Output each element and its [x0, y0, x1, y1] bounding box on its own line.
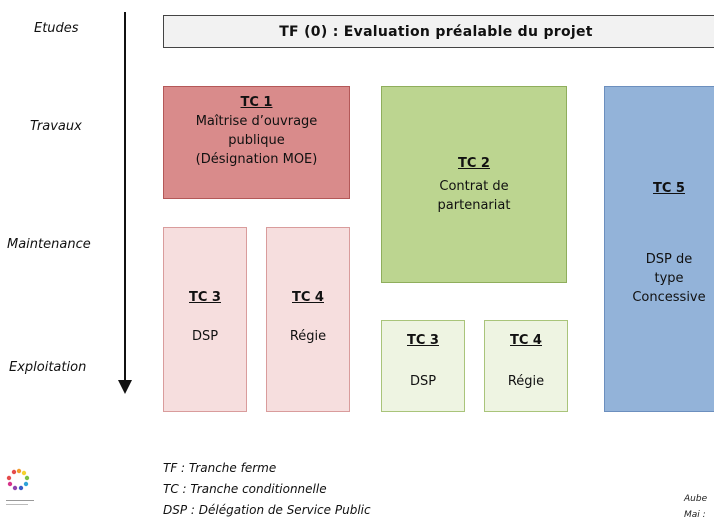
tc5-line-1: DSP de	[645, 252, 693, 267]
timeline-arrow-line	[124, 12, 126, 382]
arrow-down-icon	[118, 380, 132, 394]
tc3-right-label: DSP	[409, 374, 437, 389]
tc4-regie-box-left: TC 4 Régie	[266, 227, 350, 412]
tc4-right-label: Régie	[507, 374, 545, 389]
tc3-left-label: DSP	[191, 329, 219, 344]
tc4-regie-box-right: TC 4 Régie	[484, 320, 568, 412]
tc1-title: TC 1	[240, 95, 273, 110]
phase-label-travaux: Travaux	[30, 119, 82, 134]
tc1-box: TC 1 Maîtrise d’ouvrage publique (Désign…	[163, 86, 350, 199]
corner-text-1: Aube	[684, 494, 708, 504]
tc2-line-1: Contrat de	[439, 179, 509, 194]
tf-banner-text: TF (0) : Evaluation préalable du projet	[279, 23, 593, 40]
tc5-line-2: type	[654, 271, 684, 286]
tc4-left-label: Régie	[289, 329, 327, 344]
corner-text-2: Mai :	[684, 510, 706, 520]
tc1-line-2: publique	[228, 133, 285, 148]
tc2-title: TC 2	[458, 156, 490, 171]
tc4-right-title: TC 4	[510, 333, 542, 348]
tc3-dsp-box-right: TC 3 DSP	[381, 320, 465, 412]
phase-label-etudes: Etudes	[34, 21, 79, 36]
tc5-line-3: Concessive	[632, 290, 706, 305]
tc5-title: TC 5	[653, 181, 685, 196]
tc2-box: TC 2 Contrat de partenariat	[381, 86, 567, 283]
phase-label-exploitation: Exploitation	[9, 360, 87, 375]
tc3-right-title: TC 3	[407, 333, 439, 348]
tc1-line-3: (Désignation MOE)	[195, 152, 318, 167]
legend-line-tc: TC : Tranche conditionnelle	[163, 482, 327, 496]
legend-line-tf: TF : Tranche ferme	[163, 461, 277, 475]
tc2-line-2: partenariat	[437, 198, 511, 213]
tc5-box: TC 5 DSP de type Concessive	[604, 86, 714, 412]
tc3-left-title: TC 3	[189, 290, 221, 305]
tc1-line-1: Maîtrise d’ouvrage	[195, 114, 318, 129]
tc4-left-title: TC 4	[292, 290, 324, 305]
tf-banner: TF (0) : Evaluation préalable du projet	[163, 15, 714, 48]
legend-line-dsp: DSP : Délégation de Service Public	[163, 503, 371, 517]
circular-multicolor-logo-icon	[0, 468, 40, 518]
tc3-dsp-box-left: TC 3 DSP	[163, 227, 247, 412]
phase-label-maintenance: Maintenance	[7, 237, 91, 252]
